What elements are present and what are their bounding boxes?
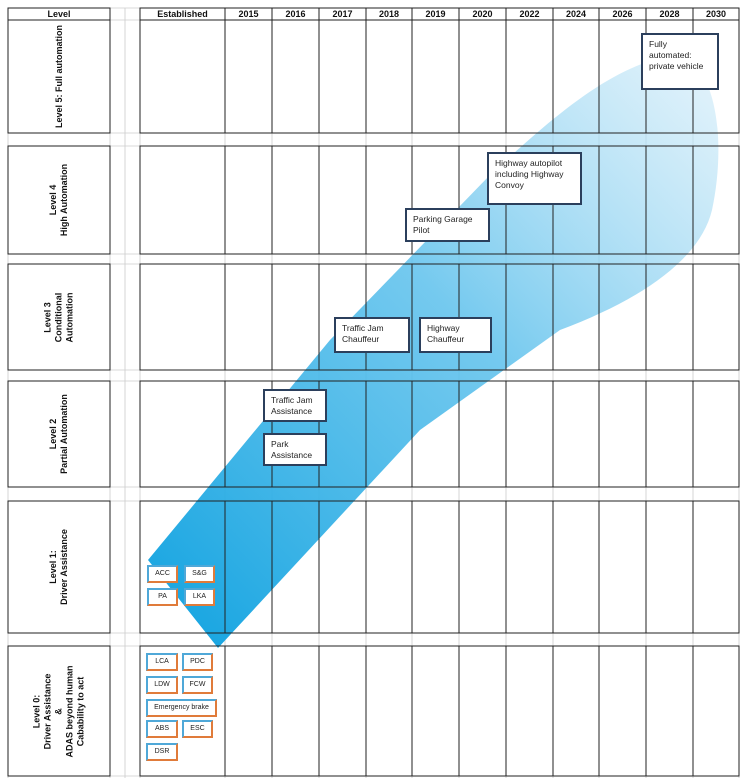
level-1-label: Level 1: Driver Assistance	[8, 501, 110, 633]
header-year-2024: 2024	[565, 9, 587, 19]
timeline-cell-3	[139, 380, 740, 488]
feature-acc: ACC	[147, 565, 178, 583]
level-cell-5	[7, 645, 111, 777]
level-3-label: Level 3 Conditional Automation	[8, 264, 110, 370]
feature-fcw: FCW	[182, 676, 213, 694]
feature-pa: PA	[147, 588, 178, 606]
header-established: Established	[157, 9, 208, 19]
milestone-highway-autopilot: Highway autopilot including Highway Conv…	[487, 152, 582, 205]
level-5-text: Level 5: Full automation	[53, 24, 64, 129]
feature-lca: LCA	[146, 653, 178, 671]
feature-emergency-brake: Emergency brake	[146, 699, 217, 717]
milestone-parking-garage-pilot: Parking Garage Pilot	[405, 208, 490, 242]
level-cell-0	[7, 19, 111, 134]
milestone-traffic-jam-assistance: Traffic Jam Assistance	[263, 389, 327, 422]
header-year-2016: 2016	[285, 9, 306, 19]
feature-pdc: PDC	[182, 653, 213, 671]
level-4-label: Level 4 High Automation	[8, 146, 110, 254]
header-level: Level	[47, 9, 71, 19]
milestone-traffic-jam-chauffeur: Traffic Jam Chauffeur	[334, 317, 410, 353]
header-year-2030: 2030	[705, 9, 727, 19]
level-cell-4	[7, 500, 111, 634]
milestone-fully-automated: Fully automated: private vehicle	[641, 33, 719, 90]
timeline-cell-2	[139, 263, 740, 371]
header-year-2019: 2019	[425, 9, 446, 19]
level-2-text: Level 2 Partial Automation	[48, 394, 69, 474]
level-0-label: Level 0: Driver Assistance & ADAS beyond…	[8, 646, 110, 776]
milestone-highway-chauffeur: Highway Chauffeur	[419, 317, 492, 353]
header-year-2028: 2028	[659, 9, 680, 19]
timeline-cell-0	[139, 19, 740, 134]
timeline-cell-5	[139, 645, 740, 777]
level-1-text: Level 1: Driver Assistance	[48, 529, 69, 605]
feature-dsr: DSR	[146, 743, 178, 761]
level-3-text: Level 3 Conditional Automation	[42, 292, 75, 342]
header-year-2018: 2018	[378, 9, 400, 19]
feature-lka: LKA	[184, 588, 215, 606]
level-2-label: Level 2 Partial Automation	[8, 381, 110, 487]
level-0-text: Level 0: Driver Assistance & ADAS beyond…	[31, 664, 86, 758]
level-cell-2	[7, 263, 111, 371]
header-year-2022: 2022	[519, 9, 540, 19]
header-year-2020: 2020	[472, 9, 493, 19]
feature-esc: ESC	[182, 720, 213, 738]
header-year-2015: 2015	[238, 9, 259, 19]
feature-abs: ABS	[146, 720, 178, 738]
timeline-cell-1	[139, 145, 740, 255]
header-year-2017: 2017	[332, 9, 353, 19]
timeline-cell-4	[139, 500, 740, 634]
level-cell-3	[7, 380, 111, 488]
feature-ldw: LDW	[146, 676, 178, 694]
header-year-2026: 2026	[612, 9, 633, 19]
milestone-park-assistance: Park Assistance	[263, 433, 327, 466]
level-4-text: Level 4 High Automation	[48, 163, 69, 237]
level-cell-1	[7, 145, 111, 255]
feature-sg: S&G	[184, 565, 215, 583]
level-5-label: Level 5: Full automation	[8, 20, 110, 133]
